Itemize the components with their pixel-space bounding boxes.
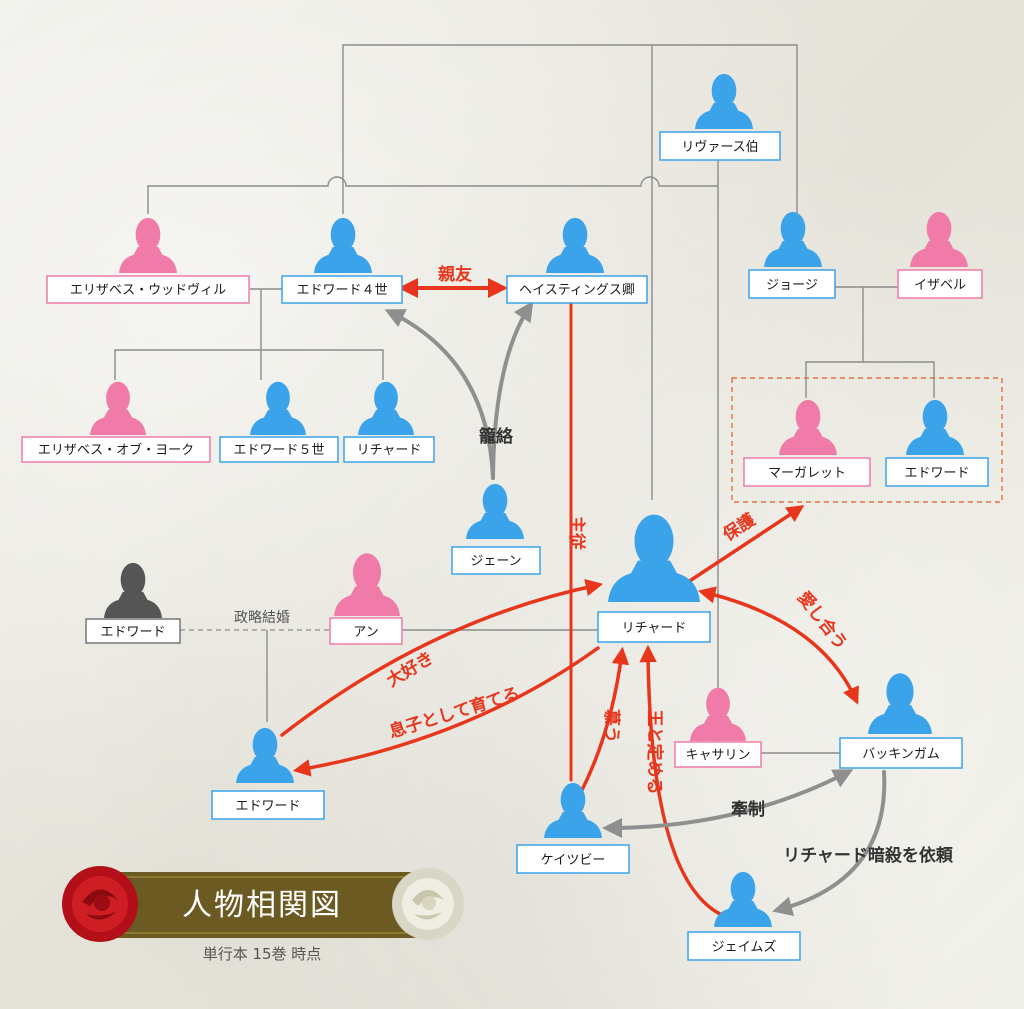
female-avatar-icon — [910, 211, 968, 267]
svg-text:バッキンガム: バッキンガム — [862, 747, 940, 762]
person-jane: ジェーン — [451, 483, 541, 575]
svg-text:ジョージ: ジョージ — [766, 278, 818, 293]
label-assassination-request: リチャード暗殺を依頼 — [783, 845, 954, 866]
svg-text:リチャード: リチャード — [622, 621, 687, 636]
label-seduce: 籠絡 — [479, 426, 514, 447]
female-avatar-icon — [779, 399, 837, 455]
male-avatar-icon — [868, 673, 932, 734]
relation-arrows — [280, 278, 887, 917]
male-avatar-icon — [608, 514, 700, 602]
label-best-friend: 親友 — [438, 264, 472, 285]
person-richard: リチャード — [597, 514, 711, 643]
female-avatar-icon — [334, 553, 400, 616]
red-rose-icon — [62, 866, 138, 942]
label-admire: 慕う — [601, 708, 622, 743]
arrow-assassination-request — [772, 770, 887, 917]
person-anne: アン — [329, 553, 403, 645]
person-edward-iv: エドワード４世 — [281, 217, 403, 304]
margaret-edward-group — [731, 377, 1003, 503]
svg-text:リチャード: リチャード — [357, 443, 422, 458]
person-edward-son-of-richard: エドワード — [211, 727, 325, 820]
label-raised-as-son: 息子として育てる — [387, 683, 523, 743]
person-margaret: マーガレット — [743, 399, 871, 487]
svg-text:ジェイムズ: ジェイムズ — [712, 939, 777, 955]
arrow-raised-as-son — [292, 646, 600, 777]
svg-text:アン: アン — [353, 625, 378, 640]
svg-text:エドワード５世: エドワード５世 — [233, 443, 324, 458]
label-political-marriage: 政略結婚 — [234, 610, 290, 626]
arrow-love-each-other — [697, 586, 859, 705]
person-rivers: リヴァース伯 — [659, 73, 781, 161]
male-avatar-icon — [764, 211, 822, 267]
diagram-subtitle: 単行本 15巻 時点 — [203, 945, 322, 963]
white-rose-icon — [392, 868, 464, 940]
label-crowned: 王と定める — [644, 710, 665, 795]
svg-text:キャサリン: キャサリン — [685, 748, 750, 763]
svg-text:マーガレット: マーガレット — [768, 466, 846, 481]
person-hastings: ヘイスティングス卿 — [506, 217, 648, 304]
svg-text:エドワード: エドワード — [904, 466, 969, 481]
female-avatar-icon — [119, 217, 177, 273]
male-avatar-icon — [906, 399, 964, 455]
male-avatar-icon — [314, 217, 372, 273]
male-avatar-icon — [236, 727, 294, 783]
person-richard-young: リチャード — [343, 381, 435, 463]
arrow-admire — [580, 646, 630, 792]
arrow-seduce-hastings — [491, 301, 534, 480]
svg-text:エドワード: エドワード — [235, 799, 300, 814]
title-banner: 人物相関図 単行本 15巻 時点 — [62, 866, 464, 963]
label-master-servant: 主従 — [566, 516, 587, 550]
female-avatar-icon — [90, 381, 146, 435]
person-george: ジョージ — [748, 211, 836, 299]
people: リヴァース伯 エリザベス・ウッドヴィル エドワード４世 ヘイスティングス卿 ジョ… — [21, 73, 989, 961]
family-lines — [114, 44, 935, 755]
person-elizabeth-of-york: エリザベス・オブ・ヨーク — [21, 381, 211, 463]
person-isabel: イザベル — [897, 211, 983, 299]
male-avatar-icon — [695, 73, 753, 129]
svg-text:エリザベス・ウッドヴィル: エリザベス・ウッドヴィル — [70, 282, 226, 298]
svg-text:エリザベス・オブ・ヨーク: エリザベス・オブ・ヨーク — [38, 442, 194, 458]
male-avatar-icon — [466, 483, 524, 539]
svg-text:ヘイスティングス卿: ヘイスティングス卿 — [519, 283, 635, 298]
diagram-title: 人物相関図 — [182, 888, 342, 923]
arrow-restrain — [602, 769, 854, 838]
person-james: ジェイムズ — [687, 871, 801, 961]
relation-labels: 親友 籠絡 主従 保護 政略結婚 愛し合う 大好き 息子として育てる 慕う 王と… — [234, 264, 954, 866]
label-restrain: 牽制 — [731, 799, 765, 820]
person-edward-lancaster: エドワード — [85, 562, 181, 644]
person-edward-son-of-george: エドワード — [885, 399, 989, 487]
person-edward-v: エドワード５世 — [219, 381, 339, 463]
svg-text:ジェーン: ジェーン — [470, 554, 521, 569]
svg-text:イザベル: イザベル — [914, 278, 966, 293]
arrow-loves — [280, 578, 604, 737]
person-elizabeth-woodville: エリザベス・ウッドヴィル — [46, 217, 250, 304]
male-avatar-icon — [714, 871, 772, 927]
unknown-avatar-icon — [104, 562, 162, 618]
svg-text:リヴァース伯: リヴァース伯 — [681, 139, 758, 155]
label-love-each-other: 愛し合う — [793, 587, 851, 654]
male-avatar-icon — [544, 782, 602, 838]
male-avatar-icon — [358, 381, 414, 435]
person-catherine: キャサリン — [674, 687, 762, 768]
female-avatar-icon — [690, 687, 746, 741]
person-catesby: ケイツビー — [516, 782, 630, 874]
arrow-seduce-edward4 — [384, 309, 495, 480]
arrow-protect — [674, 505, 805, 592]
male-avatar-icon — [250, 381, 306, 435]
svg-text:エドワード４世: エドワード４世 — [296, 283, 387, 298]
male-avatar-icon — [546, 217, 604, 273]
svg-text:エドワード: エドワード — [100, 625, 165, 640]
svg-text:ケイツビー: ケイツビー — [541, 853, 606, 868]
person-buckingham: バッキンガム — [839, 673, 963, 769]
